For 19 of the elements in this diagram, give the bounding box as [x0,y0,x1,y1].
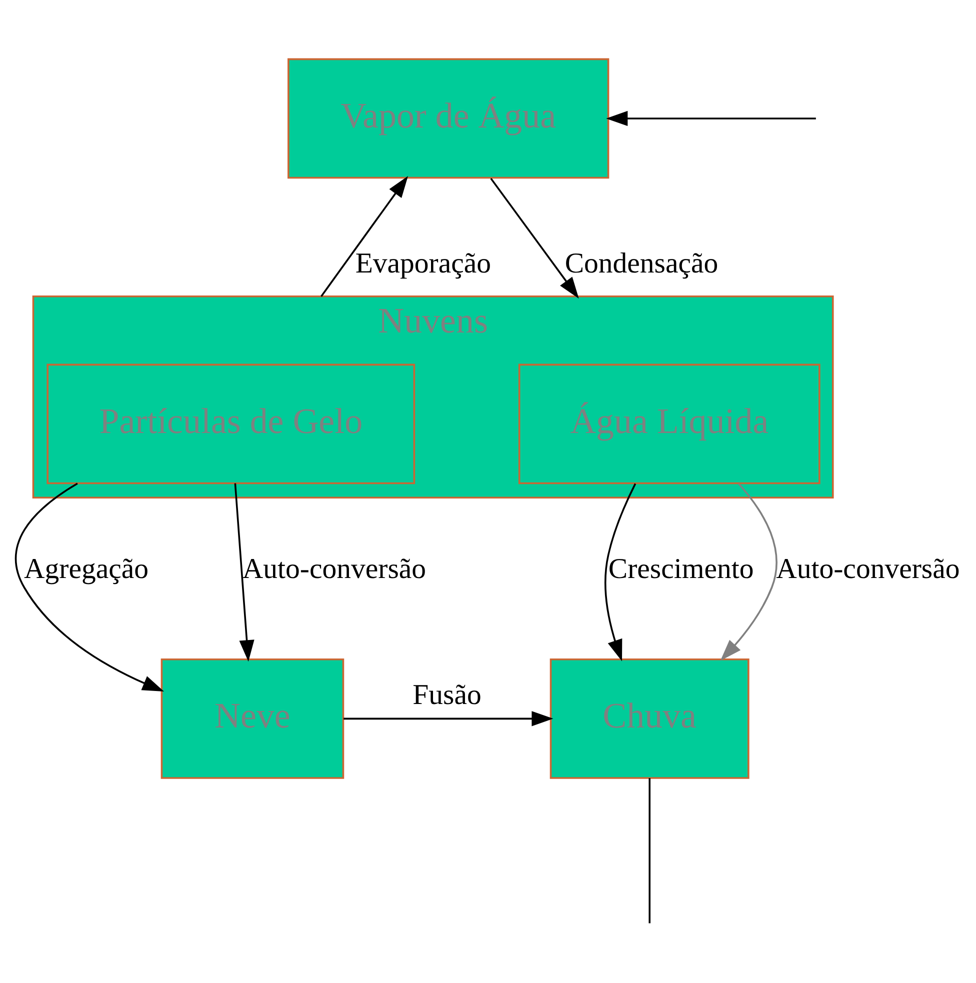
edge-label: Condensação [564,247,718,280]
arrow [320,176,408,296]
arrow [234,482,254,662]
edge-label: Fusão [412,678,482,710]
edge-label: Crescimento [608,552,754,585]
edge-label: Agregação [24,552,149,585]
edge-label: Evaporação [355,247,492,280]
node-box: Vapor de Água [288,58,610,178]
arrow [604,482,636,661]
node-box: Partículas de Gelo [46,363,416,484]
edge-label: Auto-conversão [242,552,426,585]
node-box: Água Líquida [518,363,820,484]
arrow [606,110,816,126]
arrow [344,710,554,726]
node-box: Chuva [550,658,750,778]
connector [648,778,650,923]
arrow [490,177,579,298]
edge-label: Auto-conversão [776,552,960,585]
node-box: Neve [160,658,344,778]
